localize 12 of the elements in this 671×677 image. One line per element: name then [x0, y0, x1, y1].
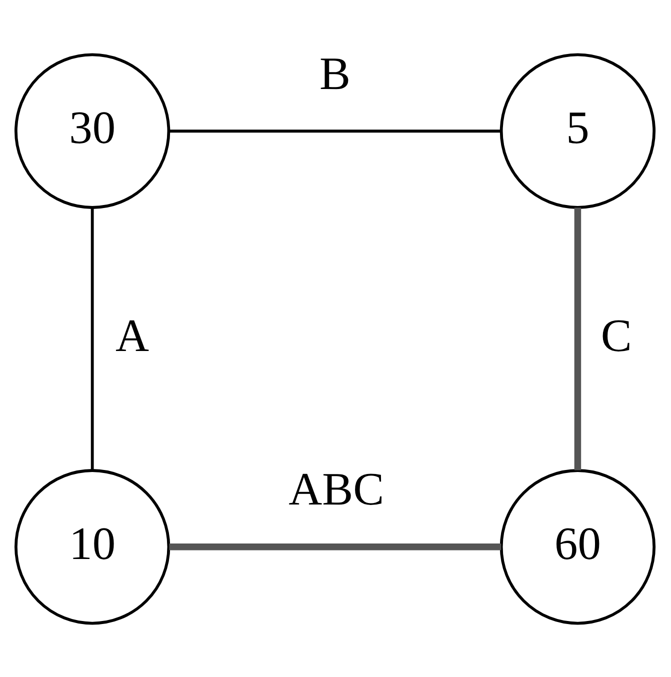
node-circle: 5 [500, 52, 656, 208]
edge-label: A [116, 310, 150, 362]
edge-label: B [320, 48, 350, 100]
node-circle: 10 [14, 468, 170, 624]
edge-label: C [600, 310, 632, 362]
connector [90, 207, 94, 470]
edge-label: ABC [288, 464, 384, 516]
connector [169, 543, 502, 550]
connector [169, 129, 502, 132]
node-circle: 60 [500, 468, 656, 624]
connector [574, 207, 582, 470]
node-circle: 30 [14, 52, 170, 208]
